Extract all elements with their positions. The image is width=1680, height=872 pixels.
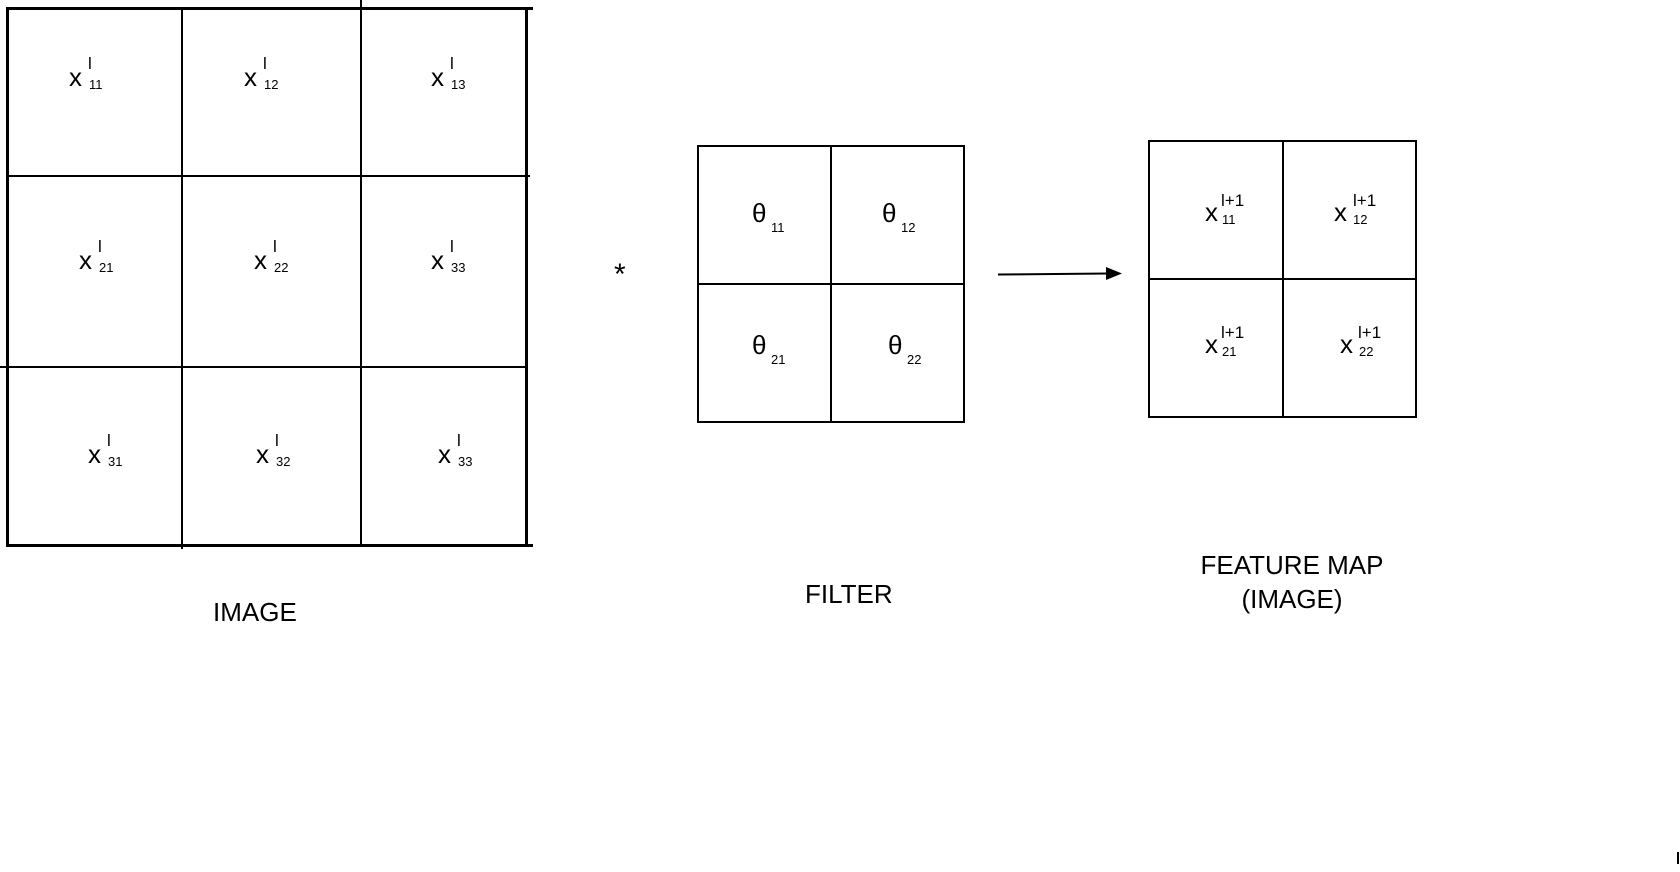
cell-variable: x bbox=[69, 62, 82, 92]
cell-subscript: 12 bbox=[901, 220, 916, 235]
cell-superscript: l+1 bbox=[1221, 191, 1245, 210]
cell-subscript: 11 bbox=[89, 77, 103, 92]
cell-subscript: 21 bbox=[1222, 344, 1237, 359]
cell-subscript: 33 bbox=[451, 260, 466, 275]
cell-variable: x bbox=[431, 245, 444, 275]
cell-superscript: l bbox=[457, 431, 461, 450]
image-grid-divider-v2 bbox=[360, 0, 362, 544]
feature-map-cell-label: x l+1 12 bbox=[1334, 192, 1376, 227]
cell-subscript: 12 bbox=[1353, 212, 1368, 227]
right-arrow-icon bbox=[998, 267, 1122, 280]
cell-subscript: 22 bbox=[1359, 344, 1374, 359]
cell-variable: x bbox=[79, 245, 92, 275]
cell-superscript: l bbox=[450, 237, 454, 256]
cell-subscript: 21 bbox=[99, 260, 114, 275]
cell-variable: x bbox=[244, 62, 257, 92]
cell-variable: x bbox=[1334, 197, 1347, 227]
cell-subscript: 11 bbox=[771, 220, 785, 235]
cell-superscript: l bbox=[88, 54, 92, 73]
image-grid-border-top bbox=[6, 7, 533, 10]
filter-cell-label: θ 11 bbox=[752, 198, 785, 234]
image-grid-border-bottom bbox=[6, 544, 533, 547]
cell-subscript: 12 bbox=[264, 77, 279, 92]
image-grid-divider-h1 bbox=[6, 175, 530, 177]
cell-variable: x bbox=[438, 439, 451, 469]
filter-cell-label: θ 12 bbox=[882, 198, 915, 234]
cell-superscript: l bbox=[273, 237, 277, 256]
cell-variable: x bbox=[88, 439, 101, 469]
image-caption: IMAGE bbox=[213, 597, 297, 627]
cell-variable: x bbox=[1205, 329, 1218, 359]
image-grid-border-right bbox=[525, 7, 528, 547]
cell-variable: θ bbox=[752, 198, 767, 228]
cell-variable: x bbox=[1340, 329, 1353, 359]
cell-superscript: l bbox=[107, 431, 111, 450]
cell-variable: x bbox=[254, 245, 267, 275]
cell-superscript: l+1 bbox=[1221, 323, 1245, 342]
cell-variable: θ bbox=[888, 330, 903, 360]
convolution-operator: * bbox=[614, 258, 626, 291]
cell-variable: x bbox=[256, 439, 269, 469]
stray-tick-mark bbox=[1677, 852, 1679, 864]
filter-grid-divider-h bbox=[697, 283, 965, 285]
feature-map-divider-h bbox=[1148, 278, 1417, 280]
image-grid-divider-v1 bbox=[181, 7, 183, 549]
filter-cell-label: θ 21 bbox=[752, 330, 785, 366]
cell-subscript: 32 bbox=[276, 454, 291, 469]
cell-subscript: 11 bbox=[1222, 212, 1236, 227]
cell-subscript: 22 bbox=[274, 260, 289, 275]
image-grid-divider-h2 bbox=[0, 366, 528, 368]
cell-superscript: l bbox=[275, 431, 279, 450]
cell-superscript: l+1 bbox=[1353, 191, 1377, 210]
cell-subscript: 13 bbox=[451, 77, 466, 92]
image-grid-border-left bbox=[6, 7, 9, 547]
cell-variable: x bbox=[1205, 197, 1218, 227]
cell-subscript: 33 bbox=[458, 454, 473, 469]
cell-subscript: 31 bbox=[108, 454, 123, 469]
feature-map-caption: FEATURE MAP (IMAGE) bbox=[1192, 548, 1392, 616]
cell-variable: θ bbox=[882, 198, 897, 228]
feature-map-cell-label: x l+1 22 bbox=[1340, 324, 1381, 359]
cell-variable: θ bbox=[752, 330, 767, 360]
cell-subscript: 22 bbox=[907, 352, 922, 367]
feature-map-caption-line1: FEATURE MAP bbox=[1200, 550, 1384, 580]
cell-superscript: l bbox=[98, 237, 102, 256]
cell-variable: x bbox=[431, 62, 444, 92]
feature-map-caption-line2: (IMAGE) bbox=[1241, 584, 1343, 614]
filter-caption: FILTER bbox=[805, 579, 893, 609]
cell-superscript: l bbox=[263, 54, 267, 73]
cell-subscript: 21 bbox=[771, 352, 786, 367]
cell-superscript: l+1 bbox=[1358, 323, 1382, 342]
cell-superscript: l bbox=[450, 54, 454, 73]
filter-cell-label: θ 22 bbox=[888, 330, 921, 366]
